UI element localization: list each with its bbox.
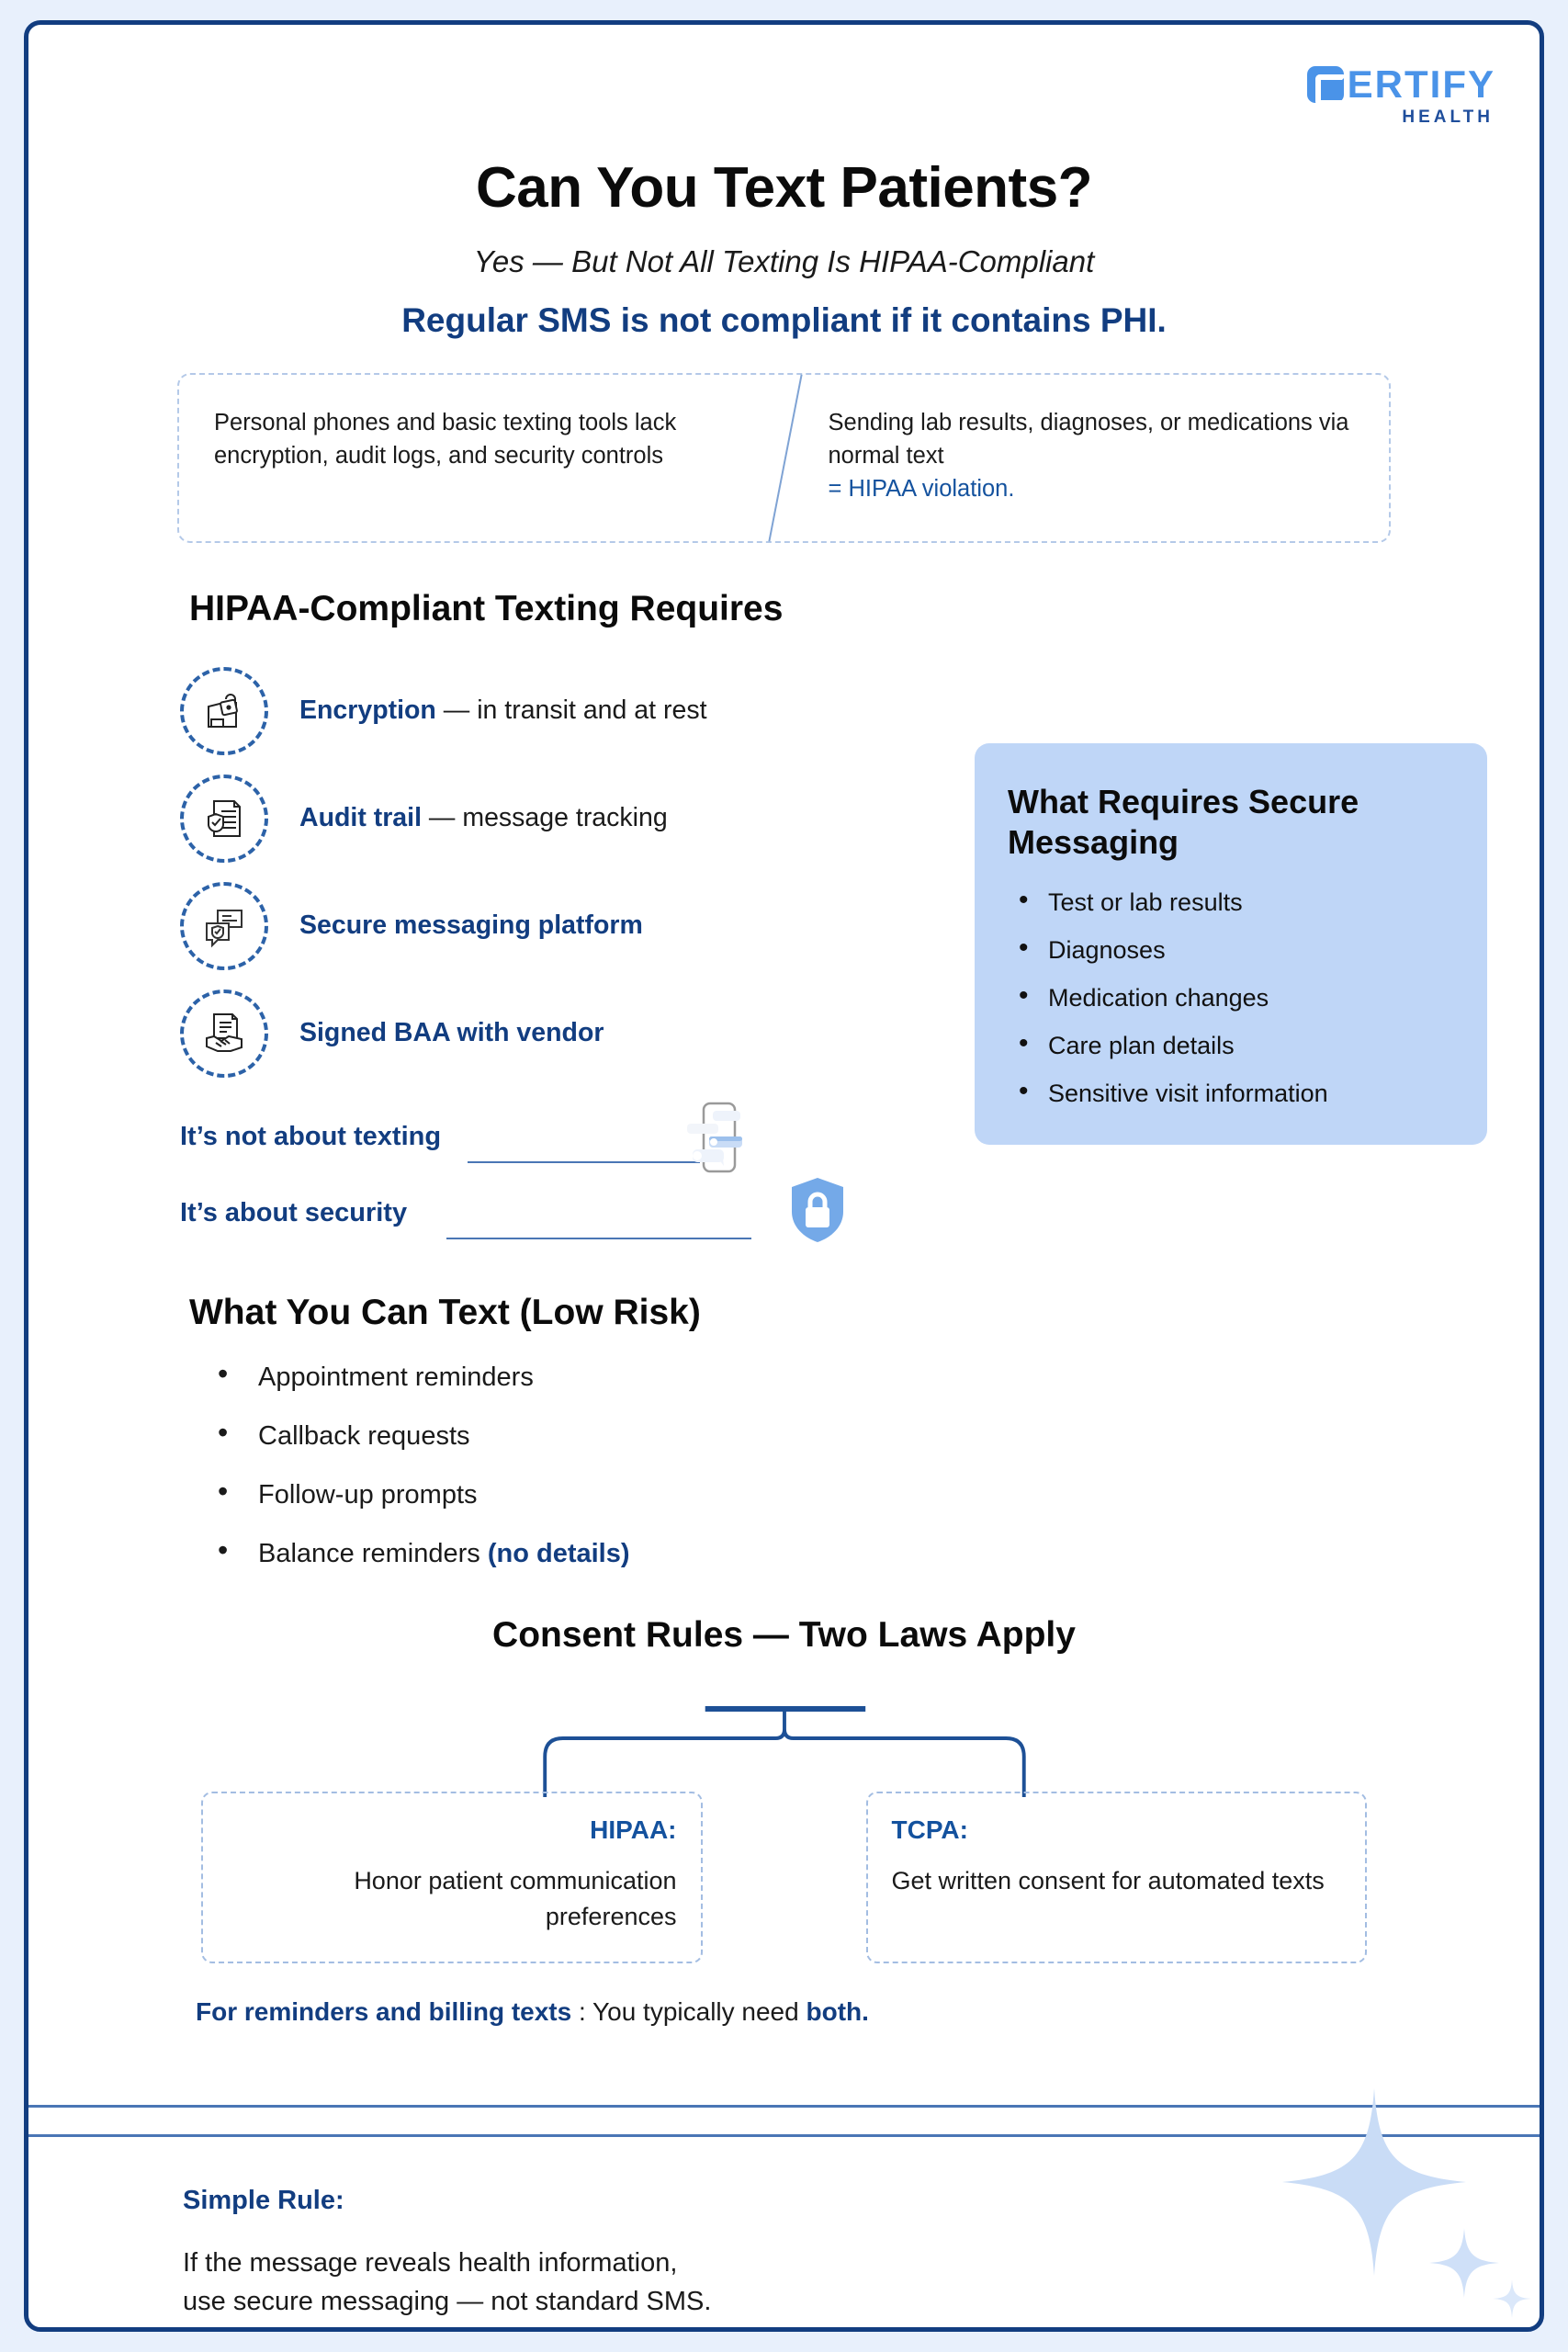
list-item: Balance reminders (no details) (212, 1533, 1540, 1569)
requirement-rest: — message tracking (422, 803, 668, 832)
requirement-row: Secure messaging platform (180, 872, 1540, 979)
list-item: Medication changes (1008, 980, 1454, 1012)
page-title: Can You Text Patients? (475, 156, 1093, 220)
lock-document-icon (180, 666, 268, 755)
page-alert: Regular SMS is not compliant if it conta… (401, 301, 1167, 339)
logo-wordmark: ERTIFY (1347, 62, 1495, 106)
requirement-label: Secure messaging platform (299, 910, 643, 941)
slogan-not-about-texting: It’s not about texting (180, 1122, 442, 1151)
footer-block: Simple Rule: If the message reveals heal… (183, 2186, 711, 2321)
footer-line-2: use secure messaging — not standard SMS. (183, 2287, 712, 2317)
requirement-row: Signed BAA with vendor (180, 979, 1540, 1087)
consent-note-bold-a: For reminders and billing texts (196, 1997, 572, 2026)
secure-messaging-list: Test or lab results Diagnoses Medication… (1008, 885, 1454, 1108)
risk-right-accent: = HIPAA violation. (828, 476, 1015, 503)
requirements-heading: HIPAA-Compliant Texting Requires (189, 589, 784, 628)
list-item: Diagnoses (1008, 933, 1454, 965)
requirement-row: Audit trail — message tracking (180, 764, 1540, 872)
slogan-about-security: It’s about security (180, 1198, 408, 1227)
list-item-text: Follow-up prompts (258, 1480, 478, 1510)
consent-note-mid: : You typically need (571, 1997, 807, 2026)
consent-box-tcpa: TCPA: Get written consent for automated … (865, 1792, 1367, 1963)
list-item: Follow-up prompts (212, 1475, 1540, 1510)
low-risk-list: Appointment reminders Callback requests … (212, 1357, 1540, 1569)
consent-box-hipaa: HIPAA: Honor patient communication prefe… (201, 1792, 703, 1963)
requirement-label: Encryption — in transit and at rest (299, 695, 707, 726)
consent-body: Honor patient communication preferences (354, 1867, 677, 1931)
consent-note-bold-b: both. (806, 1997, 869, 2026)
consent-body: Get written consent for automated texts (891, 1867, 1325, 1894)
list-item: Sensitive visit information (1008, 1076, 1454, 1108)
list-item-text: Balance reminders (258, 1539, 488, 1568)
secure-messaging-panel: What Requires Secure Messaging Test or l… (975, 743, 1487, 1145)
footer-divider-top (28, 2105, 1540, 2108)
list-item-accent: (no details) (487, 1539, 630, 1568)
consent-bracket-connector (543, 1706, 1026, 1797)
footer-label: Simple Rule: (183, 2186, 344, 2215)
consent-law-boxes: HIPAA: Honor patient communication prefe… (201, 1792, 1367, 1963)
audit-document-shield-icon (180, 774, 268, 863)
shield-lock-icon (792, 1178, 843, 1242)
handshake-contract-icon (180, 989, 268, 1078)
requirement-label: Signed BAA with vendor (299, 1018, 604, 1048)
requirement-bold: Encryption (299, 695, 436, 725)
risk-left-text: Personal phones and basic texting tools … (214, 410, 677, 469)
requirement-bold: Signed BAA with vendor (299, 1018, 604, 1047)
footer-line-1: If the message reveals health informatio… (183, 2248, 678, 2278)
risk-callout-box: Personal phones and basic texting tools … (177, 373, 1391, 543)
certify-c-mark-icon (1306, 66, 1348, 106)
requirement-bold: Secure messaging platform (299, 910, 643, 940)
consent-label: TCPA: (891, 1815, 968, 1844)
sparkle-decoration-icon (1282, 2088, 1531, 2318)
consent-label: HIPAA: (590, 1815, 677, 1844)
slogan-underline (468, 1161, 700, 1163)
slogan-underline (446, 1238, 751, 1239)
requirement-row: Encryption — in transit and at rest (180, 657, 1540, 764)
requirements-list: Encryption — in transit and at rest Audi… (180, 657, 1540, 1087)
slogan-block: It’s not about texting It’s about securi… (180, 1102, 1540, 1247)
list-item-text: Callback requests (258, 1421, 470, 1451)
low-risk-heading: What You Can Text (Low Risk) (189, 1293, 701, 1332)
phone-messages-icon (687, 1102, 742, 1173)
list-item: Callback requests (212, 1416, 1540, 1452)
secure-chat-shield-icon (180, 881, 268, 970)
consent-heading: Consent Rules — Two Laws Apply (492, 1615, 1076, 1655)
footer-divider-bottom (28, 2134, 1540, 2137)
page-subtitle: Yes — But Not All Texting Is HIPAA-Compl… (473, 244, 1095, 278)
list-item-text: Appointment reminders (258, 1363, 534, 1392)
list-item: Care plan details (1008, 1028, 1454, 1060)
requirement-bold: Audit trail (299, 803, 422, 832)
consent-block: HIPAA: Honor patient communication prefe… (28, 1698, 1540, 1964)
consent-note: For reminders and billing texts : You ty… (196, 1997, 1540, 2027)
secure-messaging-heading: What Requires Secure Messaging (1008, 783, 1359, 861)
infographic-card: ERTIFY HEALTH Can You Text Patients? Yes… (24, 20, 1544, 2332)
certify-health-logo: ERTIFY HEALTH (1306, 62, 1495, 127)
risk-right-text: Sending lab results, diagnoses, or medic… (775, 375, 1390, 541)
risk-right-main: Sending lab results, diagnoses, or medic… (828, 410, 1349, 469)
list-item: Test or lab results (1008, 885, 1454, 917)
logo-subtitle: HEALTH (1402, 107, 1494, 127)
requirement-label: Audit trail — message tracking (299, 803, 668, 833)
list-item: Appointment reminders (212, 1357, 1540, 1393)
requirement-rest: — in transit and at rest (435, 695, 707, 725)
